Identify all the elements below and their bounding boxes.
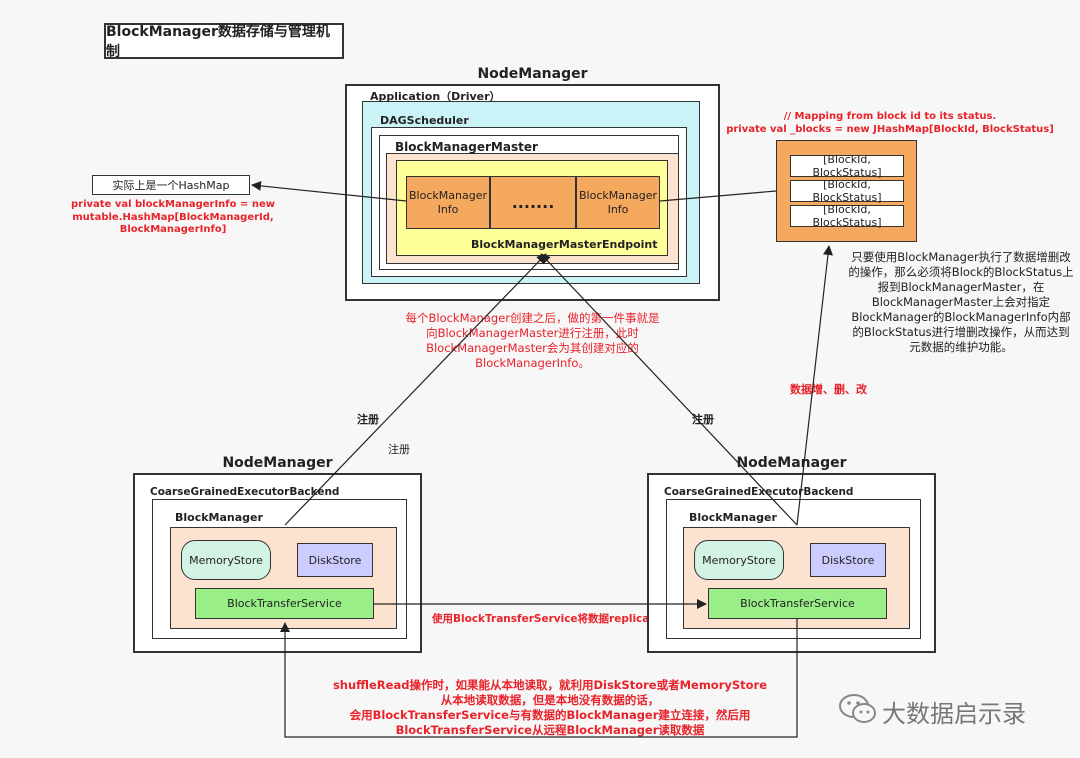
shuffle-read-arrow xyxy=(280,619,798,738)
replicate-label: 使用BlockTransferService将数据replicate xyxy=(432,613,662,625)
data-crud-label: 数据增、删、改 xyxy=(790,383,867,396)
shuffle-read-note-line2: 从本地读取数据，但是本地没有数据的话， xyxy=(440,692,660,707)
block-manager-info-right: BlockManager Info xyxy=(576,176,660,229)
executor-left-backend-label: CoarseGrainedExecutorBackend xyxy=(150,486,340,498)
registration-note: 每个BlockManager创建之后，做的第一件事就是向BlockManager… xyxy=(405,311,660,370)
executor-right-backend-label: CoarseGrainedExecutorBackend xyxy=(664,486,854,498)
executor-right-transfer-service: BlockTransferService xyxy=(708,588,887,619)
block-manager-info-ellipsis: ....... xyxy=(490,176,576,229)
status-map-code: // Mapping from block id to its status. … xyxy=(690,111,1080,136)
status-map-comment: // Mapping from block id to its status. xyxy=(783,111,997,122)
register-arrow-left xyxy=(284,253,547,526)
executor-left-disk-store: DiskStore xyxy=(297,543,373,577)
shuffle-read-note-line4: BlockTransferService从远程BlockManager读取数据 xyxy=(395,722,705,737)
status-row-2: [BlockId, BlockStatus] xyxy=(790,178,904,204)
block-manager-info-left: BlockManager Info xyxy=(406,176,490,229)
shuffle-read-note: shuffleRead操作时，如果能从本地读取，就利用DiskStore或者Me… xyxy=(330,678,770,738)
executor-right-disk-store: DiskStore xyxy=(810,543,886,577)
block-manager-master-label: BlockManagerMaster xyxy=(395,140,538,154)
dag-scheduler-label: DAGScheduler xyxy=(380,114,469,127)
driver-node-manager-title: NodeManager xyxy=(477,66,588,82)
hashmap-code: private val blockManagerInfo = new mutab… xyxy=(28,199,318,237)
executor-left-memory-store: MemoryStore xyxy=(181,540,271,580)
register-label-left-2: 注册 xyxy=(388,443,410,456)
executor-left-node-manager-title: NodeManager xyxy=(222,455,333,471)
executor-left-transfer-service: BlockTransferService xyxy=(195,588,374,619)
application-driver-label: Application（Driver） xyxy=(370,90,501,103)
hashmap-arrow xyxy=(251,180,407,202)
status-row-3: [BlockId, BlockStatus] xyxy=(790,203,904,229)
diagram-title: BlockManager数据存储与管理机制 xyxy=(104,23,344,60)
register-label-right: 注册 xyxy=(692,413,714,426)
status-map-declaration: private val _blocks = new JHashMap[Block… xyxy=(726,123,1054,135)
endpoint-label: BlockManagerMasterEndpoint xyxy=(471,238,658,251)
register-arrow-right xyxy=(540,253,798,526)
watermark-text: 大数据启示录 xyxy=(882,700,1026,728)
shuffle-read-note-line3: 会用BlockTransferService与有数据的BlockManager建… xyxy=(349,707,751,722)
hashmap-code-line1: private val blockManagerInfo = new xyxy=(70,199,276,210)
register-label-left: 注册 xyxy=(357,413,379,426)
executor-right-memory-store: MemoryStore xyxy=(694,540,784,580)
status-row-1: [BlockId, BlockStatus] xyxy=(790,153,904,179)
shuffle-read-note-line1: shuffleRead操作时，如果能从本地读取，就利用DiskStore或者Me… xyxy=(332,678,768,692)
hashmap-code-line2: mutable.HashMap[BlockManagerId, BlockMan… xyxy=(72,211,274,236)
executor-right-block-manager-label: BlockManager xyxy=(689,511,777,524)
data-crud-arrow xyxy=(796,245,833,526)
status-map-link xyxy=(659,190,777,202)
wechat-icon xyxy=(838,692,878,726)
executor-right-node-manager-title: NodeManager xyxy=(736,455,847,471)
status-report-note: 只要使用BlockManager执行了数据增删改的操作，那么必须将Block的B… xyxy=(848,250,1074,354)
hashmap-label-box: 实际上是一个HashMap xyxy=(92,175,250,195)
executor-left-block-manager-label: BlockManager xyxy=(175,511,263,524)
